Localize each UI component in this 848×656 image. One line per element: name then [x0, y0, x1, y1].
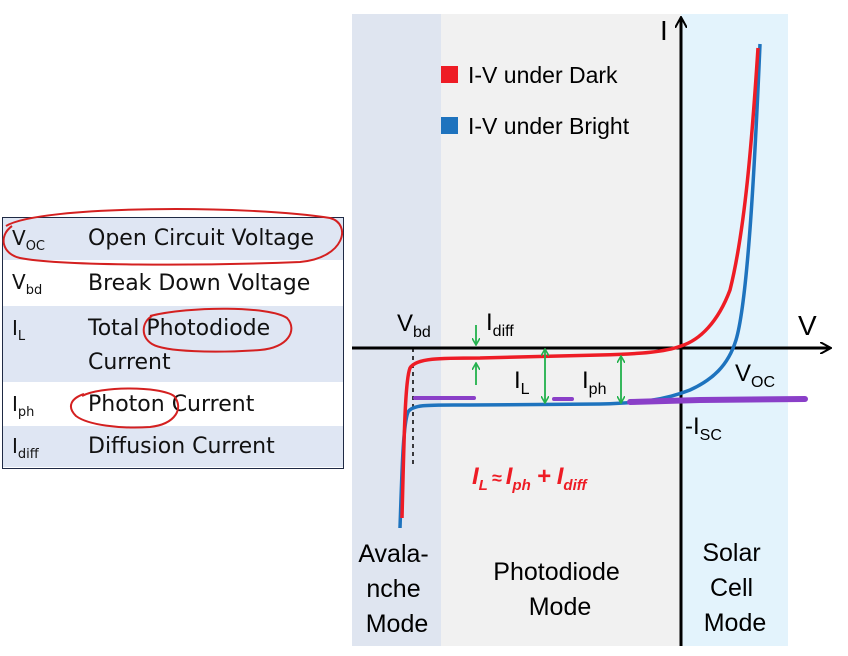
dark-legend-swatch [441, 66, 458, 83]
v-axis-label: V [798, 310, 817, 341]
i-axis-label: I [660, 15, 668, 46]
il-label: IL [514, 367, 530, 398]
annotation-circle [2, 208, 344, 266]
idiff-label: Idiff [486, 309, 514, 340]
bright-iv-curve [398, 43, 762, 529]
table-row: VOC Open Circuit Voltage [3, 218, 343, 260]
table-row: Vbd Break Down Voltage [3, 260, 343, 306]
description-cell: Diffusion Current [88, 434, 275, 459]
description-cell: Photon Current [88, 392, 255, 417]
annotation-circle [142, 307, 293, 353]
description-cell: Total Photodiode [88, 316, 271, 341]
avalanche-region [352, 14, 441, 646]
symbol-cell: IL [12, 316, 26, 344]
annotation-stroke [627, 396, 808, 405]
description-cell: Open Circuit Voltage [88, 226, 315, 251]
dark-legend-label: I-V under Dark [468, 62, 618, 88]
avalanche-mode-label: Avala- nche Mode [358, 540, 435, 638]
symbol-table: VOC Open Circuit Voltage Vbd Break Down … [2, 217, 344, 469]
annotation-circle [69, 387, 180, 429]
isc-label: -ISC [685, 413, 722, 444]
il-formula: IL≈Iph+Idiff [472, 463, 588, 494]
iph-label: Iph [582, 367, 606, 398]
bright-legend-swatch [441, 117, 458, 134]
solar-cell-mode-label: Solar Cell Mode [702, 539, 767, 637]
symbol-cell: Vbd [12, 270, 43, 298]
voc-label: VOC [735, 360, 775, 391]
table-row: Iph Photon Current [3, 382, 343, 426]
photodiode-region [441, 14, 681, 646]
dark-iv-curve [400, 47, 760, 519]
description-cell: Break Down Voltage [88, 271, 311, 296]
description-cell-line2: Current [88, 350, 171, 375]
table-row: Idiff Diffusion Current [3, 426, 343, 467]
table-row: IL Total Photodiode Current [3, 306, 343, 382]
solar-cell-region [681, 14, 788, 646]
symbol-cell: Idiff [12, 434, 39, 462]
vbd-label: Vbd [397, 310, 431, 341]
symbol-cell: Iph [12, 392, 35, 420]
symbol-cell: VOC [12, 226, 45, 254]
photodiode-mode-label: Photodiode Mode [493, 558, 626, 621]
bright-legend-label: I-V under Bright [468, 113, 630, 139]
